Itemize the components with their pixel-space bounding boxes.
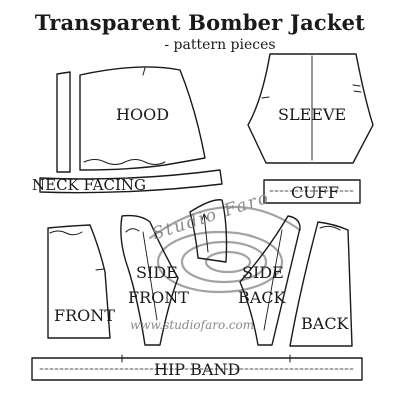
back-label: BACK (301, 314, 349, 333)
neck-facing-piece (39, 169, 223, 194)
cuff-label: CUFF (291, 183, 339, 202)
side-back-label-line2: BACK (238, 288, 286, 307)
side-front-piece (120, 214, 179, 346)
side-back-piece (239, 215, 301, 346)
watermark-url: www.studiofaro.com (130, 318, 255, 332)
hood-piece (79, 66, 206, 171)
side-front-label-line2: FRONT (128, 288, 189, 307)
front-label: FRONT (54, 306, 115, 325)
front-piece (47, 224, 111, 339)
hip-band-label: HIP BAND (154, 360, 241, 379)
sleeve-piece (247, 53, 374, 164)
back-piece (289, 221, 353, 347)
watermark-logo (148, 205, 302, 294)
hip-band-piece (31, 357, 363, 381)
page-title: Transparent Bomber Jacket (34, 10, 366, 35)
side-front-label-line1: SIDE (136, 263, 178, 282)
center-insert-piece (189, 199, 228, 263)
page-subtitle: - pattern pieces (164, 37, 276, 53)
neck-facing-label: NECK FACING (32, 176, 146, 194)
hood-label: HOOD (116, 105, 170, 124)
side-back-label-line1: SIDE (242, 263, 284, 282)
sleeve-label: SLEEVE (278, 105, 347, 124)
hood-strip (56, 71, 71, 173)
cuff-piece (263, 179, 361, 204)
